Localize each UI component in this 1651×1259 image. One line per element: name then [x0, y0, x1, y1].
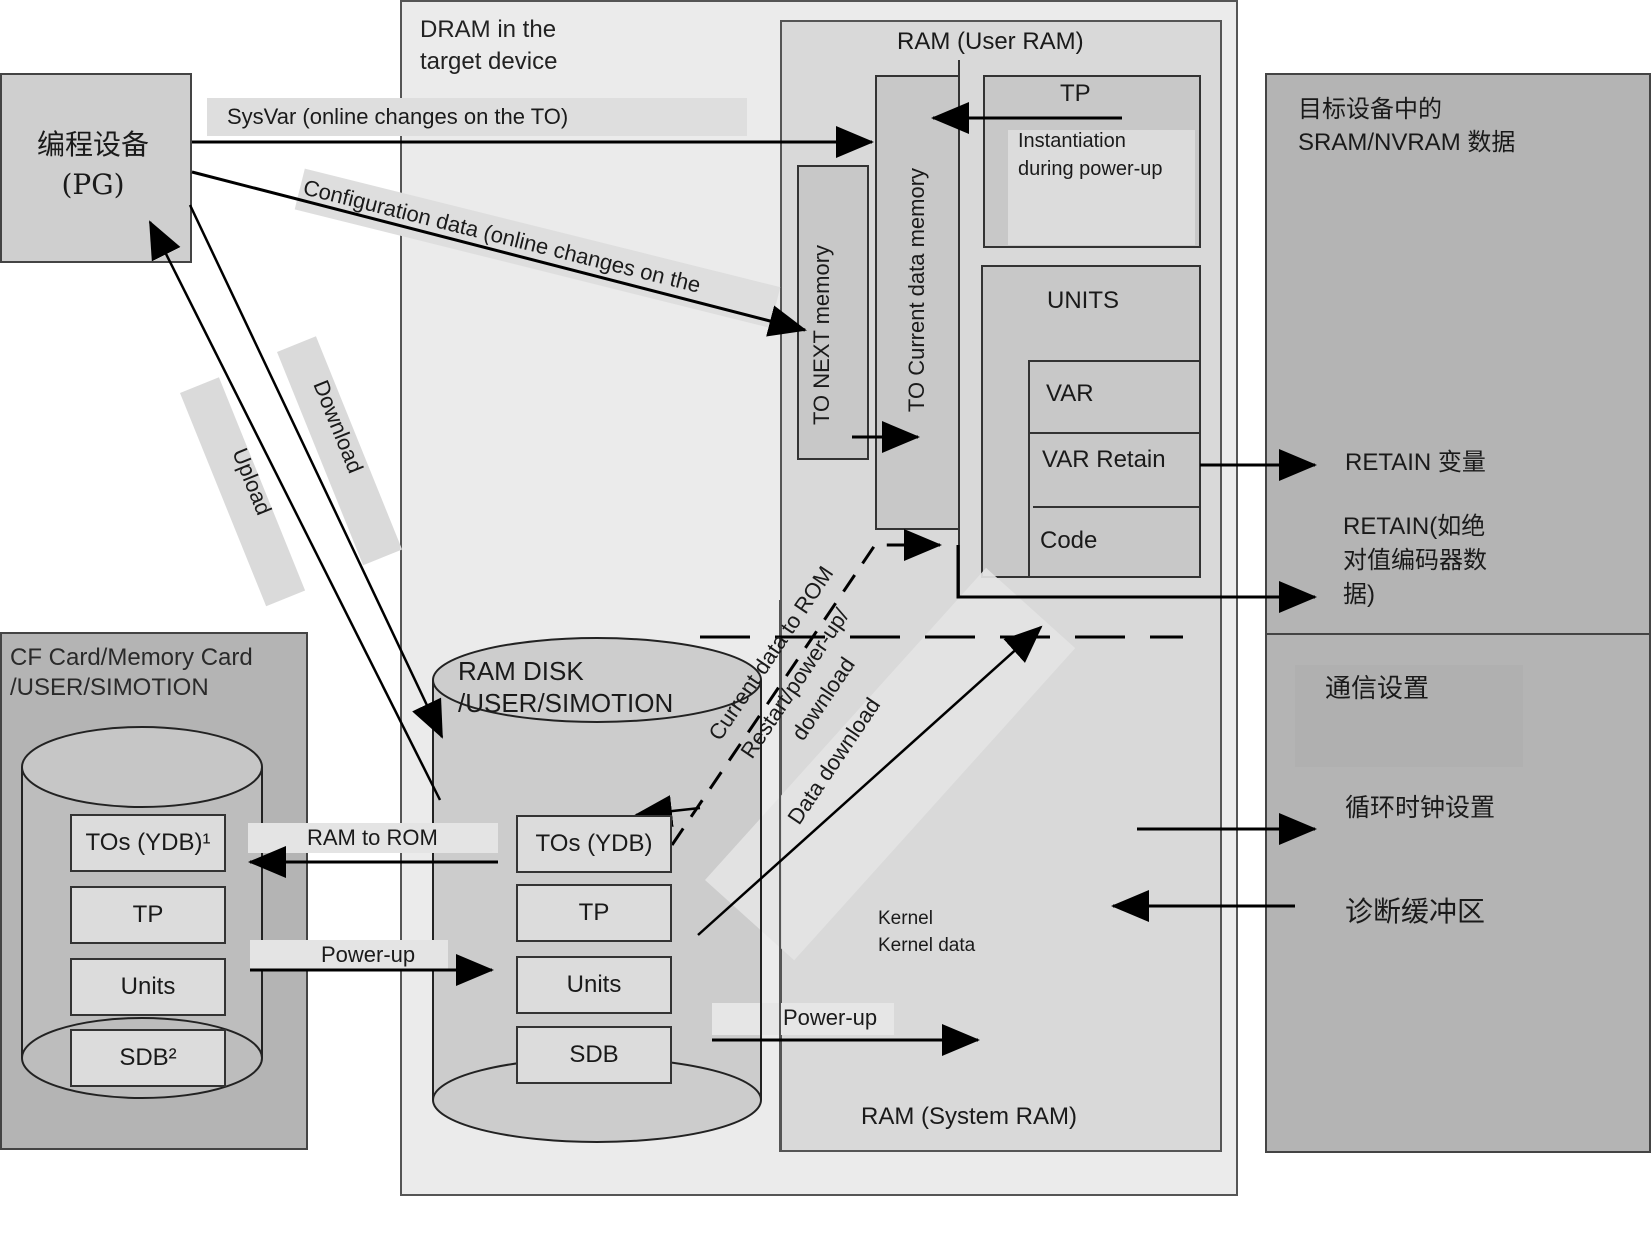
sram-title-line1: 目标设备中的: [1298, 95, 1442, 123]
upload-label: Upload: [227, 445, 276, 519]
tp-desc-area: [1008, 130, 1195, 245]
tp-title: TP: [1060, 80, 1091, 107]
ram-disk-item-label: TOs (YDB): [535, 830, 653, 857]
cf-card-item-tp: TP: [70, 886, 226, 944]
tp-desc: Instantiation during power-up: [1018, 127, 1163, 183]
kernel-data-label: Kernel data: [878, 935, 976, 956]
pg-label: 编程设备 (PG): [28, 125, 158, 205]
retain-abs-line3: 据): [1343, 581, 1375, 608]
units-inner: [1028, 360, 1200, 578]
tp-desc-line2: during power-up: [1018, 158, 1163, 180]
var-retain-label: VAR Retain: [1042, 446, 1166, 473]
ram-disk-title: RAM DISK /USER/SIMOTION: [458, 655, 673, 719]
dram-title: DRAM in the target device: [420, 14, 557, 78]
dram-title-line2: target device: [420, 48, 558, 75]
cf-card-item-label: Units: [120, 973, 176, 1000]
sram-title: 目标设备中的 SRAM/NVRAM 数据: [1298, 92, 1515, 160]
cf-card-item-label: TP: [132, 901, 164, 928]
to-current-memory: [875, 75, 960, 530]
ram-disk-item-label: SDB: [569, 1041, 619, 1068]
retain-divider: [1033, 506, 1200, 508]
ram-disk-item-tos: TOs (YDB): [516, 815, 672, 873]
retain-abs-label: RETAIN(如绝 对值编码器数 据): [1343, 510, 1487, 612]
cf-card-item-units: Units: [70, 958, 226, 1016]
ram-disk-item-label: Units: [566, 971, 622, 998]
to-current-memory-label: TO Current data memory: [904, 167, 929, 413]
dram-title-line1: DRAM in the: [420, 16, 557, 43]
ram-disk-item-tp: TP: [516, 884, 672, 942]
cf-card-title-line2: /USER/SIMOTION: [10, 674, 209, 701]
kernel-label: Kernel: [878, 908, 933, 929]
ram-disk-title-line1: RAM DISK: [458, 656, 584, 686]
cf-card-title: CF Card/Memory Card /USER/SIMOTION: [10, 643, 253, 703]
cf-card-item-label: SDB²: [119, 1044, 177, 1071]
system-ram-title: RAM (System RAM): [861, 1103, 1077, 1130]
cf-card-item-tos: TOs (YDB)¹: [70, 814, 226, 872]
sram-divider: [1266, 633, 1651, 635]
comm-area: [1295, 665, 1523, 767]
to-next-memory-label: TO NEXT memory: [809, 244, 834, 426]
download-label: Download: [308, 377, 368, 477]
retain-abs-line2: 对值编码器数: [1343, 547, 1487, 574]
cf-card-item-label: TOs (YDB)¹: [85, 829, 211, 856]
ram-disk-item-label: TP: [578, 899, 610, 926]
to-next-memory: [797, 165, 869, 460]
pg-label-line1: 编程设备: [36, 128, 149, 161]
comm-label: 通信设置: [1325, 674, 1430, 704]
code-label: Code: [1040, 527, 1098, 554]
cycle-label: 循环时钟设置: [1345, 793, 1496, 822]
download-band: [277, 336, 403, 566]
var-label: VAR: [1046, 380, 1094, 407]
upload-band: [180, 377, 306, 607]
diag-label: 诊断缓冲区: [1345, 895, 1486, 928]
tp-desc-line1: Instantiation: [1018, 130, 1126, 152]
pg-label-line2: (PG): [61, 168, 125, 201]
retain-var-label: RETAIN 变量: [1345, 449, 1486, 476]
sram-title-line2: SRAM/NVRAM 数据: [1298, 129, 1516, 156]
var-divider: [1030, 432, 1200, 434]
sram-panel: [1265, 73, 1651, 1153]
retain-abs-line1: RETAIN(如绝: [1343, 513, 1486, 540]
kernel-text: Kernel Kernel data: [878, 905, 975, 959]
ram-disk-title-line2: /USER/SIMOTION: [458, 688, 674, 718]
cf-card-title-line1: CF Card/Memory Card: [10, 644, 253, 671]
user-ram-title: RAM (User RAM): [897, 28, 1084, 55]
cf-card-item-sdb: SDB²: [70, 1029, 226, 1087]
ram-disk-item-sdb: SDB: [516, 1026, 672, 1084]
units-title: UNITS: [1047, 287, 1119, 314]
units-box: [981, 265, 1201, 578]
ram-disk-item-units: Units: [516, 956, 672, 1014]
